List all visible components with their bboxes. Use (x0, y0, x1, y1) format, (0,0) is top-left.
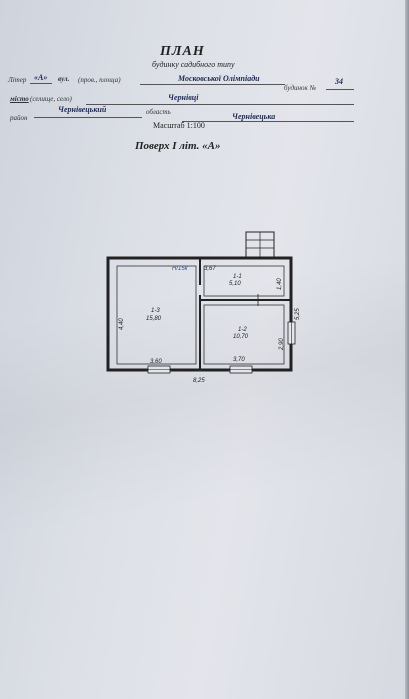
house-underline (326, 89, 354, 90)
region-label: область (146, 108, 171, 116)
dim-total-width: 8,25 (193, 378, 205, 384)
city-underline (86, 104, 354, 105)
house-value: 34 (335, 77, 343, 86)
dim-right-height: 5,25 (295, 308, 301, 320)
street-hint: (пров., площа) (78, 76, 121, 84)
room-code-1-1: 1-1 (233, 274, 242, 280)
room-1-2-outline (203, 304, 285, 365)
room-area-1-2: 10,70 (233, 334, 249, 340)
dim-top-left: 3,67 (204, 266, 216, 272)
litera-value: «А» (34, 73, 48, 82)
room-code-1-2: 1-2 (238, 327, 247, 333)
document-subtitle: будинку садибного типу (152, 60, 235, 69)
house-label: будинок № (284, 84, 317, 92)
room-area-1-3: 15,80 (146, 316, 162, 322)
city-label: місто (10, 95, 29, 103)
district-value: Чернівецький (58, 105, 107, 114)
page-edge (405, 0, 409, 699)
city-value: Чернівці (168, 93, 199, 102)
dim-room3-width: 3,60 (150, 359, 162, 365)
street-value: Московської Олімпіади (178, 74, 260, 83)
room-code-1-3: 1-3 (151, 308, 160, 314)
street-label: вул. (58, 75, 70, 83)
litera-label: Літер (8, 76, 27, 84)
room-1-1-outline (203, 265, 285, 297)
floor-title: Поверх I літ. «А» (135, 140, 221, 152)
street-underline (140, 84, 285, 85)
district-underline (34, 117, 142, 118)
region-underline (182, 121, 354, 122)
region-value: Чернівецька (232, 112, 276, 121)
document-title: ПЛАН (160, 44, 205, 59)
scale-label: Масштаб 1:100 (153, 121, 205, 130)
dim-hall-height: 1,40 (277, 278, 283, 290)
litera-underline (30, 83, 52, 84)
room-1-3-outline (116, 265, 197, 365)
handwritten-note: Н/15к (172, 266, 189, 272)
dim-room2-width: 3,70 (233, 357, 245, 363)
dim-left-height: 4,40 (119, 318, 125, 330)
dim-room2-height: 2,90 (279, 338, 285, 351)
city-hint: (селище, село) (30, 95, 72, 103)
district-label: район (10, 114, 28, 122)
room-area-1-1: 5,10 (229, 281, 241, 287)
